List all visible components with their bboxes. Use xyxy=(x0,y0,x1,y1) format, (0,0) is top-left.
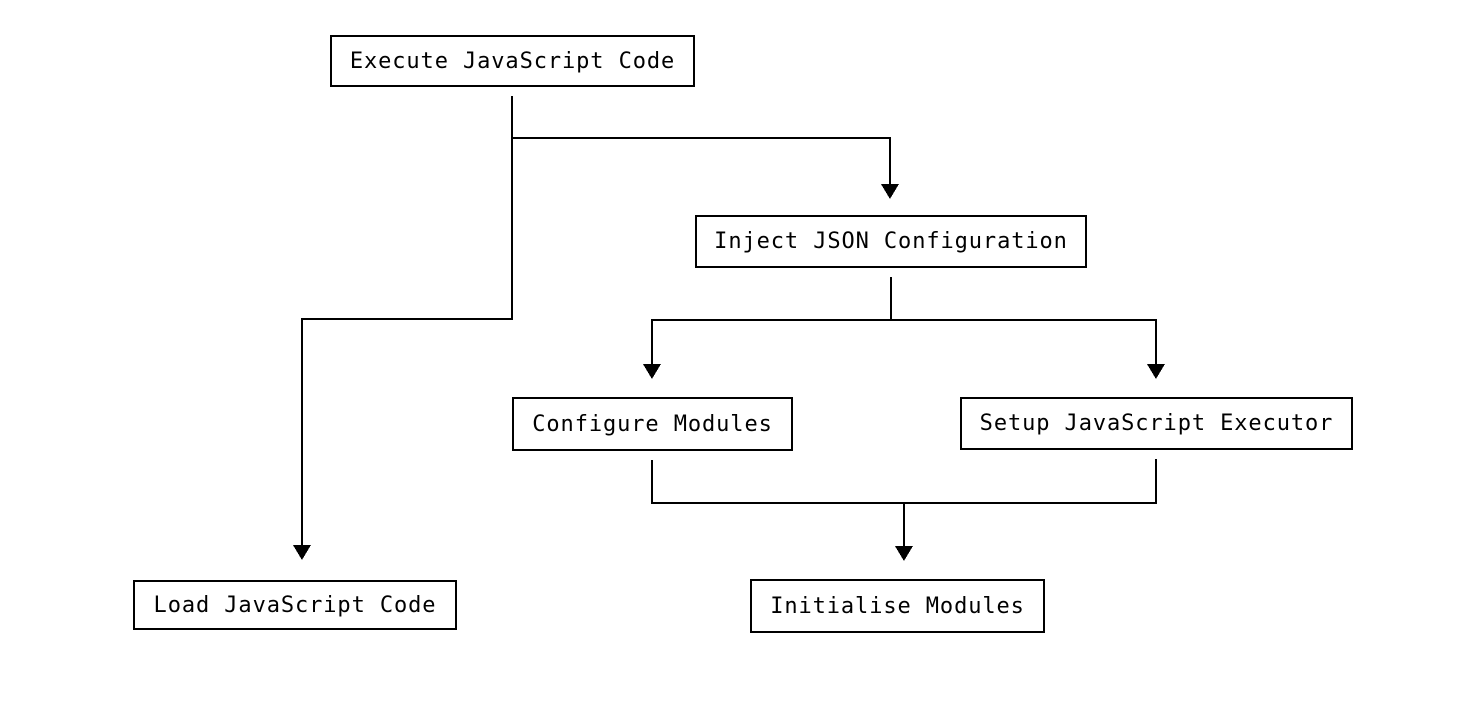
node-setup-javascript-executor: Setup JavaScript Executor xyxy=(960,397,1353,450)
edge-inject-branch xyxy=(643,277,1165,379)
node-label: Inject JSON Configuration xyxy=(714,229,1068,254)
node-configure-modules: Configure Modules xyxy=(512,397,793,451)
node-label: Configure Modules xyxy=(532,411,773,437)
arrowhead-icon xyxy=(881,184,899,199)
node-label: Execute JavaScript Code xyxy=(349,48,676,74)
node-inject-json-configuration: Inject JSON Configuration xyxy=(695,215,1087,268)
node-execute-javascript-code: Execute JavaScript Code xyxy=(330,35,695,87)
node-label: Initialise Modules xyxy=(770,593,1025,619)
arrowhead-icon xyxy=(643,364,661,379)
edge-execute-to-load xyxy=(293,318,513,560)
arrowhead-icon xyxy=(293,545,311,560)
arrowhead-icon xyxy=(1147,364,1165,379)
node-label: Setup JavaScript Executor xyxy=(979,411,1334,436)
node-load-javascript-code: Load JavaScript Code xyxy=(133,580,457,630)
node-label: Load JavaScript Code xyxy=(153,592,437,618)
edge-execute-to-inject xyxy=(511,137,899,199)
arrowhead-icon xyxy=(895,546,913,561)
edge-merge-to-initialise xyxy=(651,459,1157,561)
node-initialise-modules: Initialise Modules xyxy=(750,579,1045,633)
